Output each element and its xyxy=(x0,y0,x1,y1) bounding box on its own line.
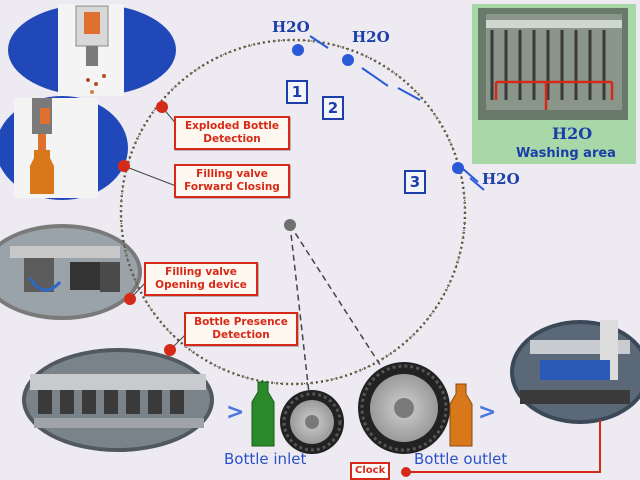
clock-marker xyxy=(401,467,411,477)
water-marker-3 xyxy=(452,162,464,174)
inlet-arrow-icon: > xyxy=(226,400,245,425)
step-box-1: 1 xyxy=(286,80,308,104)
forward-closing-marker xyxy=(118,160,130,172)
washing-h2o-label: H2O xyxy=(552,124,593,143)
bottle-presence-detection-label: Bottle Presence Detection xyxy=(184,312,298,346)
washing-spray-marks xyxy=(309,35,485,191)
exploded-bottle-marker xyxy=(156,101,168,113)
water-marker-1 xyxy=(292,44,304,56)
opening-device-marker xyxy=(124,293,136,305)
outlet-star-wheel xyxy=(358,362,450,454)
clock-label: Clock xyxy=(350,462,391,480)
step-box-2: 2 xyxy=(322,96,344,120)
inlet-star-wheel xyxy=(280,390,344,454)
filling-valve-opening-device-label: Filling valve Opening device xyxy=(144,262,258,296)
bottle-outlet-label: Bottle outlet xyxy=(414,450,508,468)
h2o-label-2: H2O xyxy=(352,28,390,46)
exploded-bottle-detection-label: Exploded Bottle Detection xyxy=(174,116,290,150)
bottle-presence-marker xyxy=(164,344,176,356)
clock-wire xyxy=(406,420,601,473)
filling-valve-forward-closing-label: Filling valve Forward Closing xyxy=(174,164,290,198)
bottle-inlet-label: Bottle inlet xyxy=(224,450,307,468)
carousel-ring xyxy=(119,38,467,386)
bottle-presence-photo xyxy=(22,348,214,452)
h2o-label-3: H2O xyxy=(482,170,520,188)
step-box-3: 3 xyxy=(404,170,426,194)
washing-area-photo xyxy=(472,4,636,164)
bottle-outlet-photo xyxy=(510,320,640,424)
water-marker-2 xyxy=(342,54,354,66)
exploded-bottle-photo xyxy=(8,4,176,96)
washing-area-label: Washing area xyxy=(516,146,616,161)
h2o-label-1: H2O xyxy=(272,18,310,36)
filling-valve-photo xyxy=(0,96,128,200)
opening-device-photo xyxy=(0,224,142,320)
outlet-arrow-icon: > xyxy=(478,400,497,425)
orange-bottle xyxy=(449,383,473,447)
green-bottle xyxy=(251,381,275,447)
